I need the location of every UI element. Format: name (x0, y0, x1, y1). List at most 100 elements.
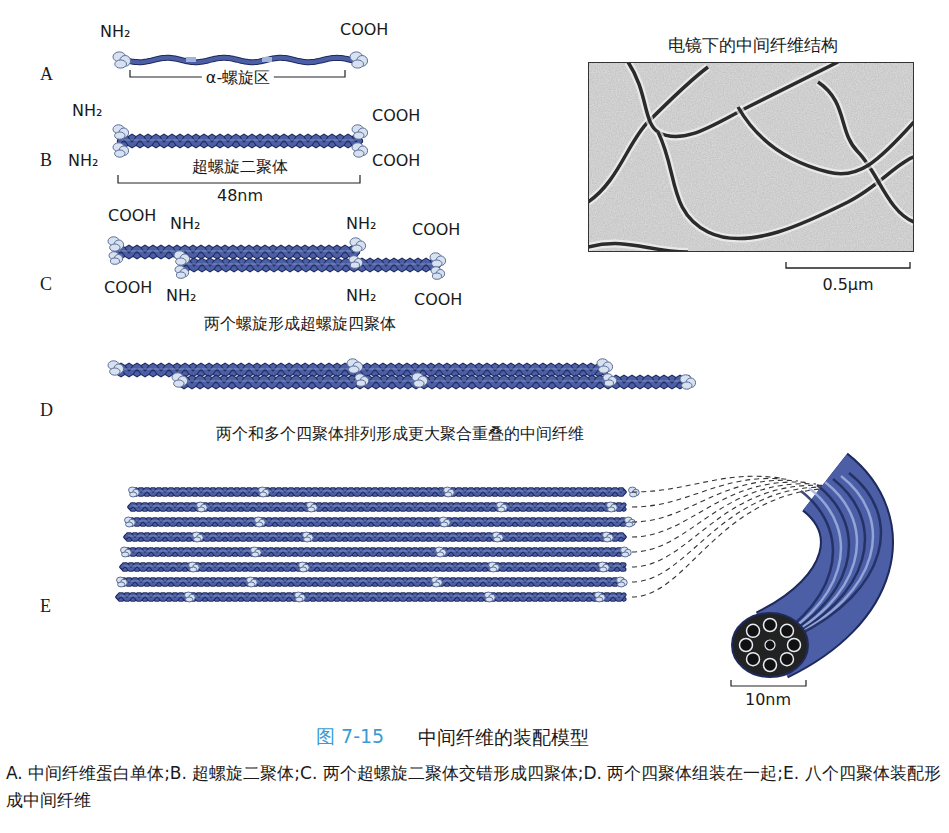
helix-strand (120, 137, 360, 145)
helix-strand (117, 366, 355, 374)
helix-shine (182, 381, 418, 382)
helix-strand (124, 550, 624, 554)
globular-end (176, 258, 186, 265)
globular-end (354, 150, 364, 157)
part-label: 超螺旋二聚体 (192, 157, 288, 177)
globular-end (110, 244, 120, 251)
globular-end (186, 597, 193, 602)
globular-end (604, 380, 613, 386)
globular-end (618, 582, 625, 587)
helix-strand (128, 520, 624, 524)
tetramer-end (740, 639, 753, 652)
helix-strand (117, 248, 357, 256)
globular-end (308, 507, 315, 512)
helix-strand (132, 490, 624, 494)
globular-end (604, 537, 611, 542)
helix-strand (124, 550, 624, 554)
helix-strand (180, 378, 420, 386)
globular-end (596, 597, 603, 602)
helix-strand (120, 137, 360, 145)
part-label: NH₂ (72, 101, 102, 121)
part-label: A (40, 64, 53, 84)
globular-end (622, 552, 629, 557)
tetramer-end (747, 624, 760, 637)
part-label: α-螺旋区 (202, 68, 274, 88)
helix-strand (355, 366, 605, 374)
helix-strand (132, 490, 624, 494)
dashed-guide (632, 482, 807, 537)
part-label: C (40, 274, 52, 294)
globular-end (441, 522, 448, 527)
globular-end (490, 567, 497, 572)
globular-end (130, 492, 137, 497)
part-label: 48nm (217, 186, 263, 206)
helix-strand (182, 261, 438, 269)
part-label: D (40, 400, 53, 420)
helix-shine (126, 551, 623, 552)
filament-halo (738, 107, 914, 174)
globular-end (304, 537, 311, 542)
globular-end (486, 597, 493, 602)
tetramer-end (788, 639, 801, 652)
globular-end (414, 380, 424, 387)
filament-halo (588, 244, 688, 252)
part-label: 图 7-15 (316, 726, 384, 746)
globular-end (433, 582, 440, 587)
globular-end (190, 567, 197, 572)
electron-micrograph (588, 62, 914, 252)
filament-image (818, 82, 914, 222)
helix-strand (120, 137, 360, 145)
part-label: COOH (414, 290, 462, 310)
filament-image (588, 244, 688, 252)
helix-strand (182, 261, 438, 269)
helix-strand (180, 378, 420, 386)
tetramer-end (780, 653, 793, 666)
helix-strand (355, 366, 605, 374)
figure-legend-text: A. 中间纤维蛋白单体;B. 超螺旋二聚体;C. 两个超螺旋二聚体交错形成四聚体… (6, 760, 941, 814)
panel-heading: 电镜下的中间纤维结构 (588, 34, 918, 56)
globular-end (252, 552, 259, 557)
helix-strand (180, 378, 420, 386)
micrograph-panel: 电镜下的中间纤维结构 (588, 34, 918, 252)
monomer-rod (125, 58, 355, 62)
figure-caption: 中间纤维的装配模型 (418, 726, 589, 748)
monomer-rod (125, 58, 355, 62)
globular-end (432, 273, 441, 279)
helix-shine (134, 491, 623, 492)
helix-strand (120, 580, 624, 584)
globular-end (352, 60, 364, 68)
globular-end (118, 582, 125, 587)
part-label: COOH (108, 206, 156, 226)
globular-end (296, 597, 303, 602)
helix-strand (120, 580, 624, 584)
globular-end (437, 552, 444, 557)
helix-strand (128, 520, 624, 524)
globular-end (445, 492, 452, 497)
part-label: B (40, 150, 52, 170)
globular-end (626, 522, 633, 527)
helix-strand (132, 490, 624, 494)
globular-end (600, 567, 607, 572)
helix-shine (357, 369, 603, 370)
globular-end (349, 366, 359, 373)
globular-end (126, 522, 133, 527)
globular-end (174, 380, 184, 387)
filament-halo (818, 82, 914, 222)
linker (262, 57, 272, 62)
part-label: E (40, 596, 51, 616)
helix-strand (420, 378, 688, 386)
helix-strand (120, 137, 360, 145)
part-label: COOH (340, 20, 388, 40)
part-label: COOH (372, 151, 420, 171)
helix-shine (184, 264, 436, 265)
helix-strand (420, 378, 688, 386)
helix-strand (182, 261, 438, 269)
helix-shine (119, 251, 356, 252)
tetramer-end (764, 619, 777, 632)
part-label: NH₂ (346, 286, 376, 306)
globular-end (608, 507, 615, 512)
globular-end (300, 567, 307, 572)
helix-strand (117, 248, 357, 256)
helix-strand (420, 378, 688, 386)
helix-strand (117, 366, 355, 374)
